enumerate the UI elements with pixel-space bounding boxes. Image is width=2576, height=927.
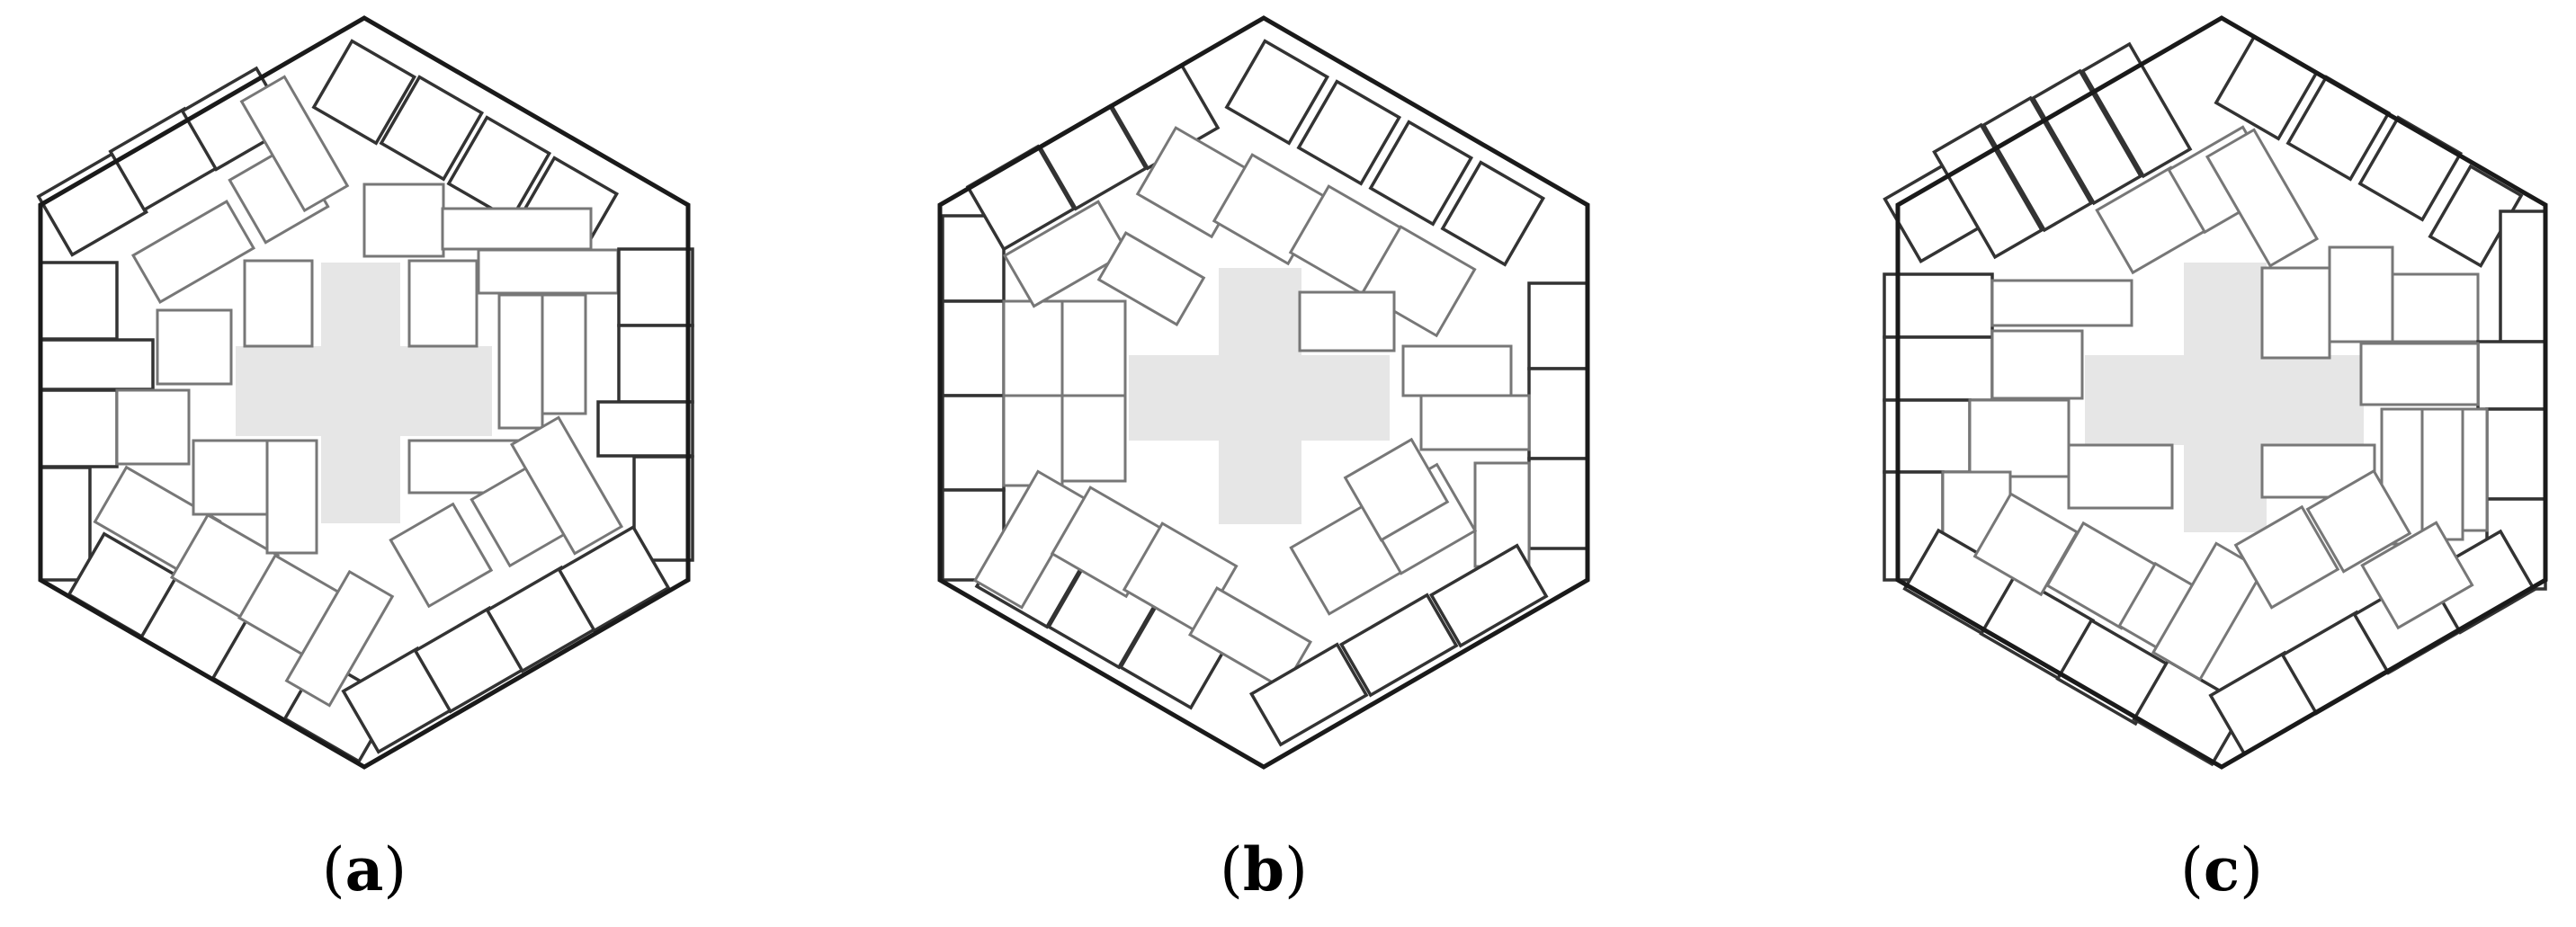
rectangle: [1343, 437, 1450, 542]
rectangle: [239, 75, 350, 213]
rectangle: [192, 439, 269, 516]
rectangle: [1224, 39, 1330, 146]
rectangle: [1096, 230, 1206, 327]
rectangle: [1968, 398, 2071, 478]
hexagon-boundary: [937, 15, 1590, 770]
rectangle: [39, 466, 92, 582]
rectangle: [2360, 521, 2474, 630]
rectangle: [2305, 468, 2412, 574]
rectangle: [2132, 658, 2249, 767]
cross-horizontal: [1129, 355, 1390, 441]
rectangle: [1002, 394, 1064, 487]
rectangle: [2260, 266, 2331, 360]
rectangle: [1990, 329, 2084, 400]
rectangle: [39, 338, 155, 391]
rectangle: [2476, 340, 2547, 411]
rectangle: [557, 524, 671, 633]
rectangle: [156, 308, 233, 386]
rectangle: [130, 199, 256, 305]
rectangle: [2461, 407, 2489, 532]
rectangle: [497, 293, 544, 430]
rectangle: [1527, 281, 1589, 370]
rectangle: [2067, 443, 2174, 510]
rectangle: [2328, 245, 2394, 343]
rectangle: [446, 115, 552, 222]
rectangle: [1248, 642, 1369, 747]
rectangle: [1296, 79, 1402, 186]
rectangle: [379, 75, 485, 182]
panel-label-a: (a): [322, 834, 407, 905]
rectangle: [284, 569, 395, 708]
rectangle: [389, 502, 494, 609]
rectangle: [362, 183, 445, 258]
rectangle: [1527, 457, 1589, 550]
rectangle: [1990, 279, 2133, 327]
rectangle: [1338, 593, 1459, 698]
rectangle: [1428, 543, 1549, 648]
rectangle: [2499, 209, 2547, 343]
rectangle: [2359, 342, 2480, 406]
rectangle: [1419, 394, 1531, 451]
panel-b: (b): [937, 15, 1590, 905]
rectangle: [39, 261, 119, 341]
panel-c: (c): [1883, 15, 2548, 905]
cross-horizontal: [2085, 355, 2364, 445]
rectangle: [1298, 290, 1396, 352]
rectangle: [509, 415, 624, 556]
rectangle: [541, 293, 587, 415]
rectangle: [1401, 344, 1513, 397]
panel-label-b: (b): [1220, 834, 1308, 905]
rectangle: [2151, 541, 2266, 682]
rectangle: [39, 388, 119, 468]
rectangle: [2233, 504, 2340, 610]
rectangle: [2031, 68, 2143, 206]
rectangle: [1981, 95, 2094, 233]
rectangle: [2080, 41, 2193, 179]
rectangle: [2420, 407, 2464, 541]
rectangle: [477, 248, 620, 295]
rectangle: [1932, 122, 2044, 260]
hexagon-boundary: [1895, 15, 2548, 770]
rectangle: [617, 247, 694, 327]
panel-a: (a): [36, 15, 694, 905]
rectangle: [265, 439, 318, 555]
rectangle: [617, 324, 694, 404]
rectangle: [115, 388, 191, 466]
rectangle: [941, 299, 1006, 397]
rectangle: [407, 259, 479, 348]
rectangle: [1060, 394, 1127, 483]
rectangle: [1002, 200, 1130, 308]
rectangle: [596, 400, 694, 458]
rectangle: [1187, 585, 1313, 691]
rectangle: [1002, 299, 1064, 397]
rectangle: [2485, 407, 2547, 501]
rectangle: [1060, 299, 1127, 397]
cross-horizontal: [236, 346, 492, 436]
rectangle: [441, 207, 593, 251]
rectangle: [1368, 120, 1474, 227]
rectangle: [2391, 272, 2480, 343]
rectangle: [1440, 160, 1546, 267]
rectangle: [1527, 367, 1589, 460]
rectangle: [1883, 272, 1994, 339]
hexagon-boundary: [38, 15, 691, 770]
rectangle: [2424, 529, 2536, 635]
rectangle: [311, 39, 417, 146]
rectangle: [2205, 128, 2320, 268]
packed-rectangles: [36, 39, 694, 764]
packed-rectangles: [941, 39, 1589, 747]
rectangle: [941, 394, 1006, 492]
rectangle: [1883, 335, 1994, 402]
rectangle: [243, 259, 314, 348]
panel-label-c: (c): [2180, 834, 2263, 905]
